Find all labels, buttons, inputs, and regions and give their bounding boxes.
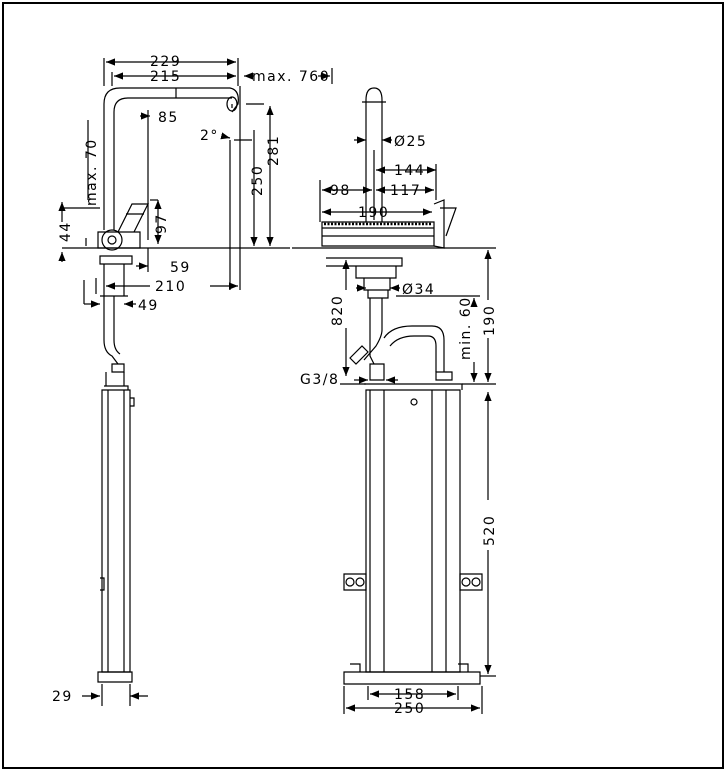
dim-85: 85	[158, 110, 179, 126]
side-view: 229 215 max. 760 85 2° max. 70 250 281 4…	[52, 54, 333, 706]
dim-59: 59	[170, 260, 191, 276]
dim-max-760: max. 760	[252, 69, 330, 85]
dim-g3-8: G3/8	[300, 372, 339, 388]
dim-97: 97	[154, 213, 170, 234]
dim-281: 281	[266, 135, 282, 166]
dim-min-60: min. 60	[458, 296, 474, 360]
dim-29: 29	[52, 689, 73, 705]
dim-820: 820	[330, 295, 346, 326]
dim-dia-34: Ø34	[402, 282, 435, 298]
dim-49: 49	[138, 298, 159, 314]
dim-190-width: 190	[358, 205, 389, 221]
side-dimensions	[58, 58, 333, 706]
faucet-front-body	[321, 87, 483, 685]
dim-190-height: 190	[482, 305, 498, 336]
dim-215: 215	[150, 69, 181, 85]
dim-dia-25: Ø25	[394, 134, 427, 150]
dim-158: 158	[394, 687, 425, 703]
dim-44: 44	[58, 221, 74, 242]
dim-2-degree: 2°	[200, 128, 219, 144]
dim-max-70: max. 70	[84, 138, 100, 206]
dim-229: 229	[150, 54, 181, 70]
dim-250: 250	[250, 165, 266, 196]
front-dimensions	[292, 136, 496, 714]
faucet-side-body	[97, 87, 239, 683]
dim-98: 98	[330, 183, 351, 199]
dim-210: 210	[155, 279, 186, 295]
dim-250-bottom: 250	[394, 701, 425, 717]
front-view: Ø25 144 98 117 190 820 Ø34 min. 60 190 G…	[292, 87, 498, 717]
dim-117: 117	[390, 183, 421, 199]
dim-520: 520	[482, 515, 498, 546]
drawing-frame	[2, 2, 724, 769]
dim-144: 144	[394, 163, 425, 179]
